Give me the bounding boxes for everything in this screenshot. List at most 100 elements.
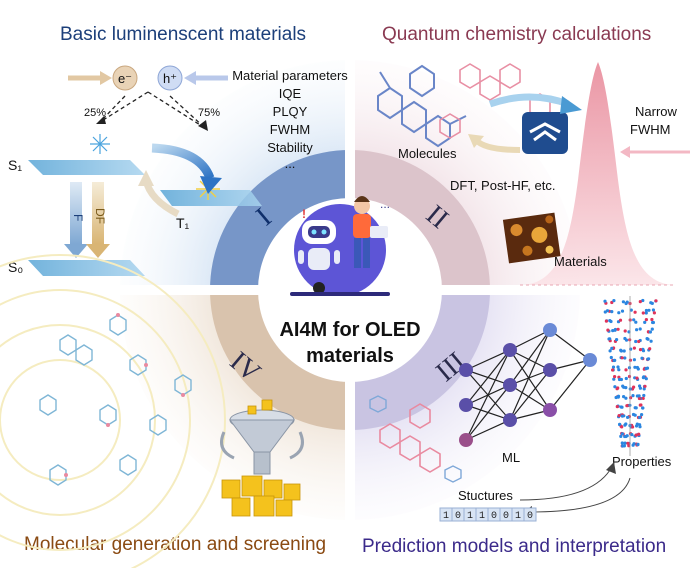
methods-label: DFT, Post-HF, etc.	[450, 178, 555, 193]
t1-label: T₁	[176, 215, 190, 231]
shap-dot	[643, 320, 647, 324]
alert-mark: !	[302, 207, 306, 221]
singlet-burst-icon	[90, 134, 110, 154]
jablonski-diagram: e⁻ h⁺ 25% 75% S₁ T₁	[8, 65, 262, 276]
center-title-line1: AI4M for OLED	[279, 319, 420, 341]
shap-dot	[627, 374, 632, 379]
shap-dot	[612, 299, 616, 303]
shap-dot	[652, 311, 657, 315]
bit-digit: 0	[503, 511, 509, 522]
shap-dot	[625, 404, 629, 408]
shap-dot	[631, 425, 635, 429]
molecules-label: Molecules	[398, 146, 457, 161]
shap-dot	[620, 356, 624, 360]
shap-dot	[611, 365, 616, 369]
shap-dot	[647, 308, 651, 312]
bit-digit: 1	[467, 511, 473, 522]
shap-dot	[606, 328, 610, 332]
shap-dot	[616, 386, 620, 390]
structure-to-property-arrow	[519, 469, 611, 501]
quantum-chemistry: Narrow FWHM Molecules DFT, Post	[377, 62, 690, 286]
shap-dot	[615, 338, 619, 342]
shap-dot	[637, 339, 641, 344]
shap-dot	[644, 311, 648, 315]
triplet-percent: 75%	[198, 107, 220, 119]
shap-dot	[629, 396, 633, 400]
from-calc-arrowhead	[468, 134, 484, 148]
hole-label: h⁺	[163, 71, 177, 86]
property-to-structure-arrow	[529, 477, 631, 513]
shap-dot	[634, 320, 638, 324]
shap-dot	[638, 300, 642, 304]
electron-label: e⁻	[118, 71, 132, 86]
quadrant-3-title: Prediction models and interpretation	[362, 536, 666, 557]
shap-dot	[612, 358, 616, 363]
shap-dot	[610, 300, 614, 305]
electron-arrowhead	[100, 71, 112, 85]
df-label: DF	[93, 208, 107, 224]
shap-dot	[620, 425, 624, 429]
shap-dot	[619, 348, 623, 352]
shap-dot	[654, 299, 658, 303]
shap-dot	[624, 338, 629, 342]
hole-arrowhead	[184, 71, 196, 85]
isc-arrow	[151, 143, 215, 180]
platform	[290, 292, 390, 296]
shap-dot	[623, 329, 627, 333]
shap-dot	[632, 385, 636, 389]
shap-dot	[613, 375, 617, 379]
emission-peak	[520, 62, 676, 285]
shap-dot	[624, 386, 628, 390]
shap-dot	[619, 434, 623, 438]
shap-dot	[651, 320, 655, 325]
shap-dot	[644, 377, 648, 381]
shap-dot	[611, 368, 615, 372]
shap-dot	[632, 358, 637, 362]
recombination-split	[99, 91, 206, 129]
shap-dot	[624, 368, 628, 372]
shap-dot	[644, 318, 649, 322]
shap-dot	[648, 347, 652, 351]
param-fwhm: FWHM	[270, 122, 310, 137]
shap-dot	[622, 349, 626, 353]
s1-level	[28, 160, 145, 175]
shap-dot	[632, 442, 636, 446]
bit-digit: 1	[479, 511, 485, 522]
shap-dot	[650, 317, 654, 322]
ring-sector-1	[210, 150, 350, 290]
shap-dot	[608, 349, 612, 353]
robot-icon	[298, 220, 340, 294]
df-arrowhead	[86, 244, 110, 258]
shap-dot	[620, 441, 624, 445]
shap-dot	[640, 413, 644, 417]
shap-dot	[632, 346, 637, 350]
shap-dot	[603, 299, 607, 303]
shap-dot	[630, 433, 634, 437]
isc-arrowhead	[200, 176, 222, 194]
thinking-dots: ...	[380, 197, 390, 211]
shap-dot	[621, 444, 625, 448]
shap-dot	[620, 432, 625, 436]
shap-dot	[623, 423, 627, 427]
df-arrow	[92, 182, 104, 244]
shap-dot	[632, 318, 636, 322]
shap-dot	[621, 384, 625, 388]
shap-dot	[625, 300, 629, 304]
shap-dot	[617, 368, 621, 372]
shap-dot	[609, 355, 613, 360]
shap-dot	[638, 386, 643, 390]
robot-backdrop	[294, 204, 386, 296]
center-title-line2: materials	[306, 345, 394, 367]
shap-dot	[628, 358, 633, 362]
shap-dot	[617, 377, 622, 382]
shap-dot	[642, 375, 646, 379]
shap-dot	[623, 441, 627, 445]
shap-dot	[624, 434, 628, 439]
shap-dot	[612, 377, 616, 381]
shap-dot	[637, 396, 642, 401]
shap-dot	[634, 339, 638, 344]
shap-dot	[624, 376, 628, 381]
